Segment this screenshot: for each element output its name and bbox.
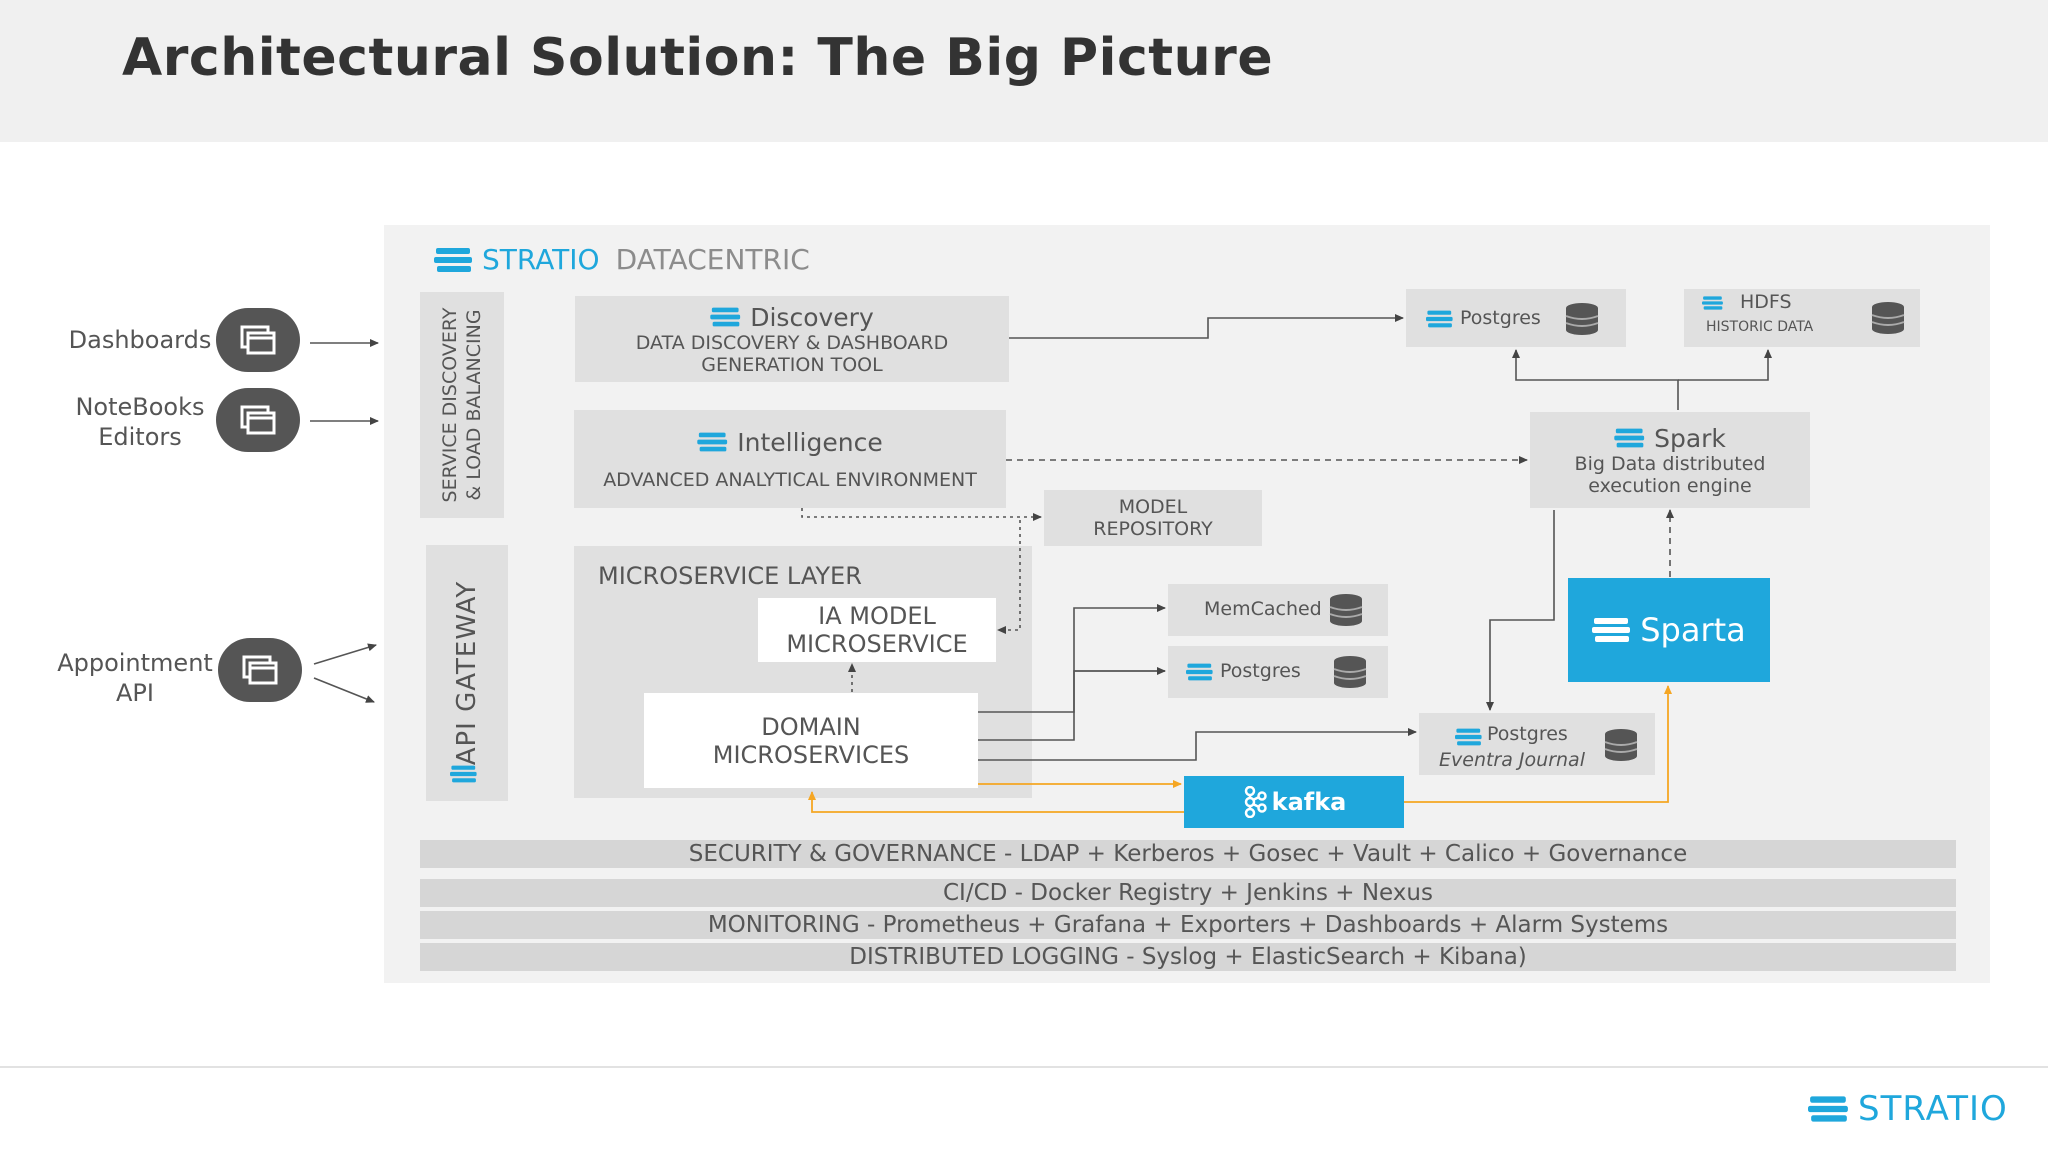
sparta-box: Sparta [1568, 578, 1770, 682]
logo-brand-text: STRATIO [482, 243, 600, 276]
stratio-logo-icon [1186, 663, 1213, 681]
notebooks-label: NoteBooks Editors [60, 392, 220, 452]
domain-to-postgres-line [978, 667, 1166, 741]
stratio-logo-icon [1702, 296, 1723, 310]
appointment-arrow-down [313, 677, 375, 703]
stratio-logo-icon [1808, 1096, 1848, 1122]
memcached-box: MemCached [1168, 584, 1388, 636]
spark-desc-line2: execution engine [1588, 474, 1752, 497]
footer-divider [0, 1066, 2048, 1068]
window-stack-icon[interactable] [216, 308, 300, 372]
domain-line1: DOMAIN [761, 712, 861, 741]
spark-title: Spark [1654, 423, 1726, 453]
discovery-desc-line1: DATA DISCOVERY & DASHBOARD [635, 331, 949, 354]
monitoring-band: MONITORING - Prometheus + Grafana + Expo… [420, 911, 1956, 939]
kafka-label: kafka [1271, 788, 1347, 816]
discovery-to-postgres-arrow [1009, 314, 1404, 339]
database-icon [1333, 656, 1367, 688]
spark-to-eventra-arrow [1486, 510, 1555, 711]
model-repo-to-ia-model-arrow [997, 520, 1021, 634]
discovery-desc-line2: GENERATION TOOL [701, 353, 883, 376]
intelligence-box: Intelligence ADVANCED ANALYTICAL ENVIRON… [574, 410, 1006, 508]
intelligence-title: Intelligence [737, 427, 883, 457]
model-repository-box: MODEL REPOSITORY [1044, 490, 1262, 546]
sparta-label: Sparta [1640, 611, 1746, 649]
stratio-logo-icon [1592, 618, 1631, 642]
appointment-arrow-up [313, 643, 377, 665]
hdfs-box: HDFS HISTORIC DATA [1684, 289, 1920, 347]
window-stack-icon[interactable] [216, 388, 300, 452]
kafka-to-domain-arrow [808, 791, 1184, 813]
window-stack-icon[interactable] [218, 638, 302, 702]
stratio-logo-icon [1426, 310, 1453, 328]
stratio-datacentric-logo: STRATIO DATACENTRIC [434, 243, 810, 276]
title-bar [0, 0, 2048, 142]
hdfs-title: HDFS [1740, 291, 1792, 313]
stratio-logo-icon [1614, 428, 1645, 448]
spark-box: Spark Big Data distributed execution eng… [1530, 412, 1810, 508]
domain-microservices-box: DOMAIN MICROSERVICES [644, 693, 978, 788]
intelligence-to-model-repo-arrow [801, 508, 1042, 521]
domain-to-eventra-arrow [978, 728, 1417, 761]
database-icon [1871, 302, 1905, 334]
ia-model-microservice-box: IA MODEL MICROSERVICE [758, 598, 996, 662]
stratio-logo-icon [450, 765, 477, 783]
api-gateway-box: API GATEWAY [426, 545, 508, 801]
spark-desc-line1: Big Data distributed [1574, 452, 1766, 475]
security-governance-band: SECURITY & GOVERNANCE - LDAP + Kerberos … [420, 840, 1956, 868]
stratio-logo-icon [710, 307, 741, 327]
stratio-logo-icon [434, 247, 472, 272]
service-discovery-box: SERVICE DISCOVERY & LOAD BALANCING [420, 292, 504, 518]
database-icon [1565, 303, 1599, 335]
ci-cd-band: CI/CD - Docker Registry + Jenkins + Nexu… [420, 879, 1956, 907]
discovery-box: Discovery DATA DISCOVERY & DASHBOARD GEN… [575, 296, 1009, 382]
stratio-logo-icon [697, 432, 728, 452]
database-icon [1329, 594, 1363, 626]
spark-to-postgres-arrow [1512, 349, 1679, 410]
dashboards-label: Dashboards [68, 326, 212, 354]
appointment-label-line2: API [116, 679, 154, 707]
kafka-to-sparta-arrow [1404, 685, 1672, 803]
appointment-api-label: Appointment API [50, 648, 220, 708]
model-repository-line1: MODEL [1118, 496, 1188, 518]
microservice-layer-title: MICROSERVICE LAYER [598, 562, 862, 590]
memcached-label: MemCached [1204, 598, 1322, 620]
domain-to-memcached-arrow [978, 604, 1166, 713]
kafka-icon [1244, 786, 1267, 818]
postgres-label: Postgres [1460, 307, 1541, 329]
hdfs-subtitle: HISTORIC DATA [1706, 319, 1814, 335]
stratio-logo-icon [1455, 728, 1482, 746]
distributed-logging-band: DISTRIBUTED LOGGING - Syslog + ElasticSe… [420, 943, 1956, 971]
appointment-label-line1: Appointment [57, 649, 213, 677]
model-repository-line2: REPOSITORY [1093, 518, 1213, 540]
postgres-box: Postgres [1168, 646, 1388, 698]
footer-logo-text: STRATIO [1858, 1089, 2008, 1129]
postgres-box: Postgres [1406, 289, 1626, 347]
postgres-eventra-subtitle: Eventra Journal [1439, 749, 1585, 771]
notebooks-label-line2: Editors [98, 423, 182, 451]
slide-title: Architectural Solution: The Big Picture [122, 28, 1274, 88]
postgres-label: Postgres [1220, 660, 1301, 682]
ia-model-line2: MICROSERVICE [786, 630, 968, 658]
notebooks-label-line1: NoteBooks [75, 393, 205, 421]
database-icon [1604, 729, 1638, 761]
intelligence-desc: ADVANCED ANALYTICAL ENVIRONMENT [603, 468, 977, 491]
spark-to-hdfs-arrow [1678, 349, 1772, 381]
postgres-eventra-box: Postgres Eventra Journal [1419, 713, 1655, 775]
discovery-title: Discovery [750, 302, 874, 332]
postgres-eventra-label: Postgres [1487, 723, 1568, 745]
logo-product-text: DATACENTRIC [615, 243, 810, 276]
stratio-footer-logo: STRATIO [1808, 1089, 2008, 1129]
ia-model-line1: IA MODEL [818, 602, 936, 630]
kafka-box: kafka [1184, 776, 1404, 828]
domain-line2: MICROSERVICES [712, 740, 910, 769]
